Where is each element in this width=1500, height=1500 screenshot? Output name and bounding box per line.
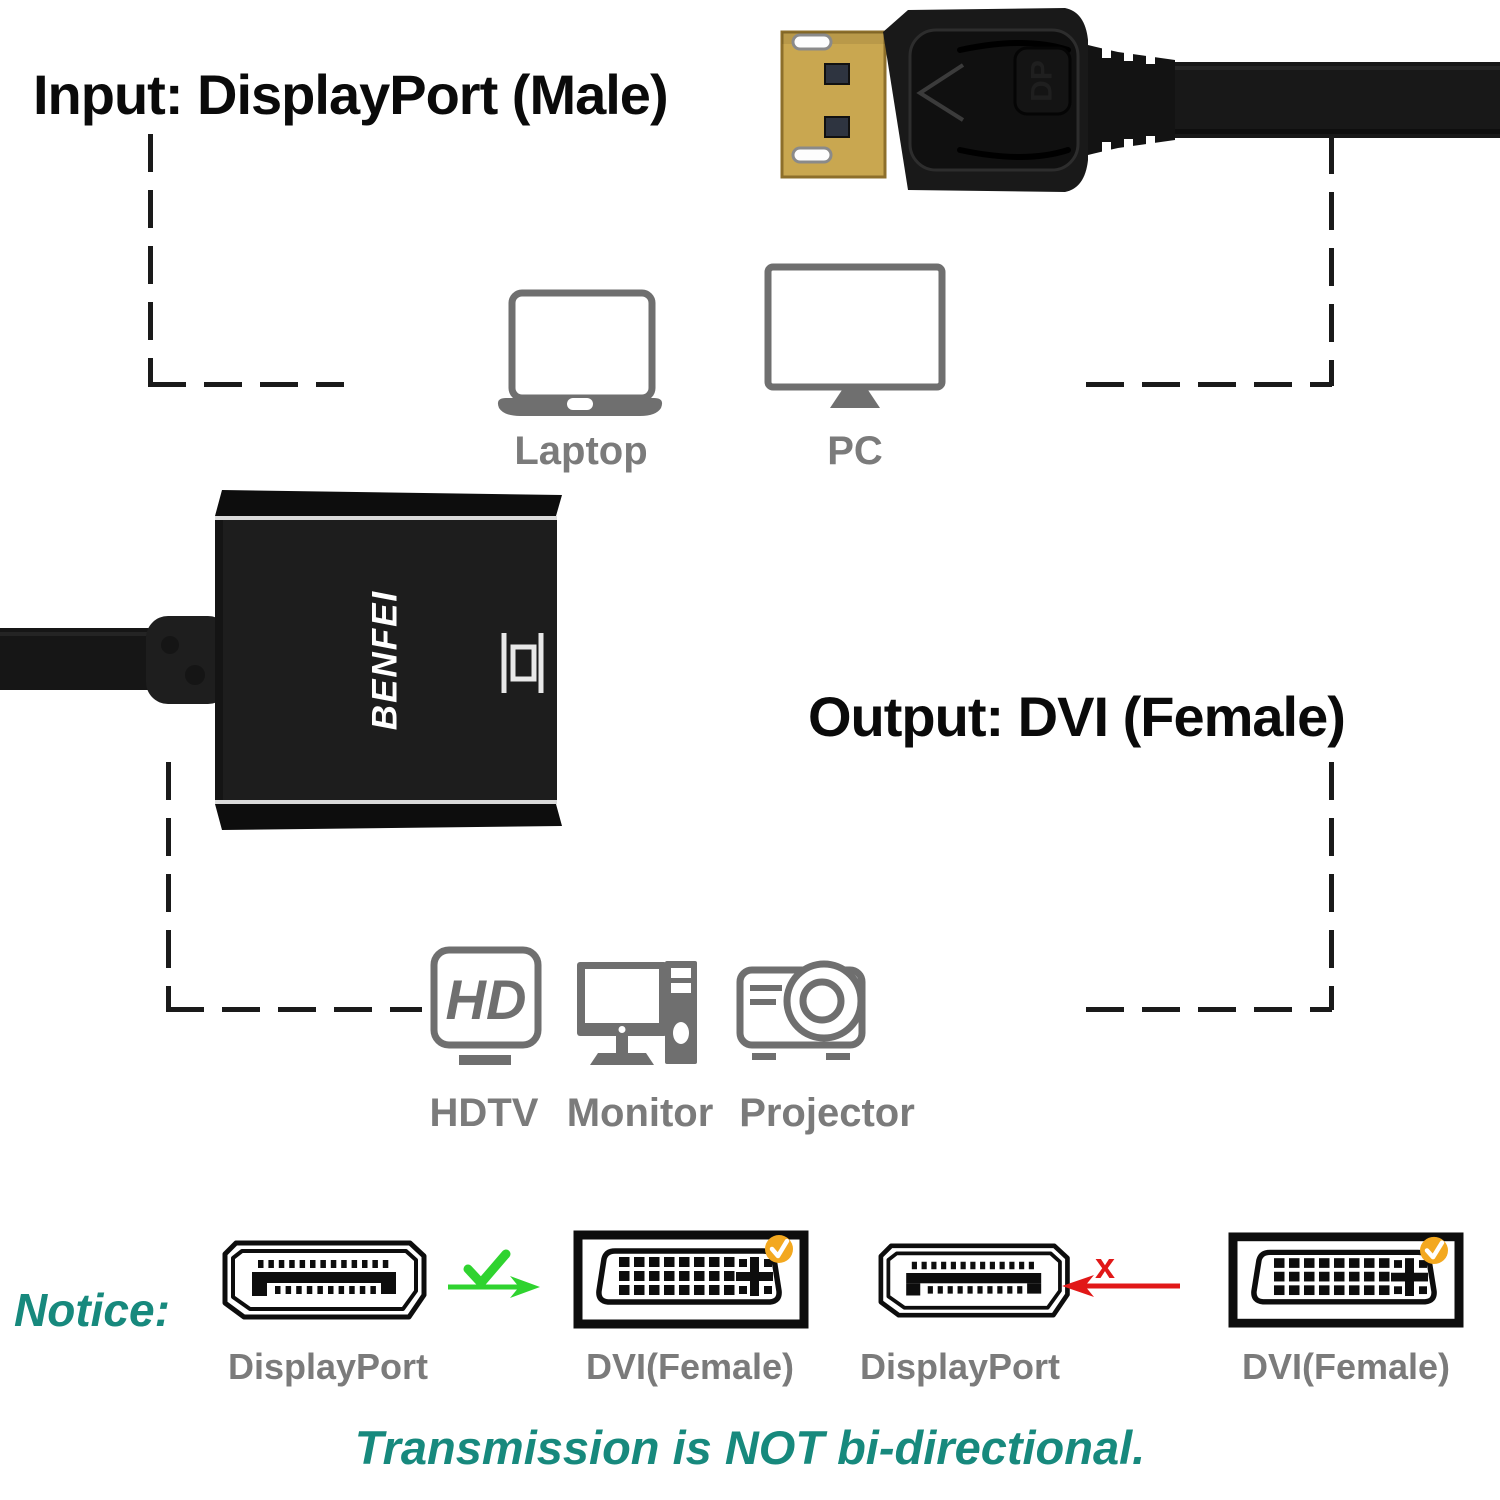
laptop-icon bbox=[497, 289, 663, 416]
dashed-line bbox=[148, 134, 153, 386]
pc-label: PC bbox=[827, 429, 883, 473]
cable bbox=[1168, 62, 1500, 138]
output-title: Output: DVI (Female) bbox=[808, 685, 1346, 748]
projector-label: Projector bbox=[739, 1091, 915, 1135]
svg-text:DP: DP bbox=[1026, 60, 1059, 102]
adapter-bottom-bevel bbox=[215, 804, 562, 830]
dvi-label-2: DVI(Female) bbox=[1241, 1346, 1451, 1387]
projector-icon bbox=[736, 960, 866, 1060]
hd-screen-text: HD bbox=[446, 968, 527, 1031]
tip-pin bbox=[824, 116, 850, 138]
adapter-top-bevel bbox=[215, 490, 562, 516]
dvi-label-1: DVI(Female) bbox=[585, 1346, 795, 1387]
allowed-arrow-icon bbox=[448, 1249, 540, 1298]
monitor-label: Monitor bbox=[566, 1091, 714, 1135]
hdtv-icon: HD bbox=[430, 946, 542, 1065]
dashed-line bbox=[166, 1007, 422, 1012]
arrow-left-head bbox=[1062, 1275, 1094, 1297]
dashed-line bbox=[1086, 382, 1332, 387]
adapter-cable bbox=[0, 628, 170, 690]
displayport-label-1: DisplayPort bbox=[227, 1346, 429, 1387]
adapter-body bbox=[215, 520, 557, 800]
dvi-connector-icon bbox=[1228, 1232, 1464, 1328]
dashed-line bbox=[166, 762, 171, 1010]
dvi-connector-icon bbox=[573, 1230, 809, 1329]
pc-icon bbox=[764, 263, 946, 408]
dashed-line bbox=[148, 382, 344, 387]
notice-label: Notice: bbox=[14, 1284, 170, 1336]
displayport-label-2: DisplayPort bbox=[859, 1346, 1061, 1387]
displayport-connector-icon bbox=[222, 1240, 427, 1320]
x-mark: x bbox=[1095, 1245, 1115, 1286]
arrow-right-head bbox=[510, 1276, 540, 1298]
check-badge-icon bbox=[765, 1235, 793, 1263]
check-badge-icon bbox=[1420, 1236, 1448, 1264]
dp-logo-emboss bbox=[1013, 46, 1072, 116]
displayport-connector-icon bbox=[878, 1243, 1070, 1318]
input-title: Input: DisplayPort (Male) bbox=[33, 63, 669, 126]
brand-logo: BENFEI bbox=[366, 590, 405, 730]
laptop-label: Laptop bbox=[514, 429, 648, 473]
blocked-arrow-icon: x bbox=[1062, 1245, 1180, 1297]
dashed-line bbox=[1086, 1007, 1332, 1012]
dvi-port-glyph bbox=[501, 633, 544, 693]
tip-slot bbox=[791, 146, 833, 164]
tip-slot bbox=[791, 33, 833, 51]
dashed-line bbox=[1329, 136, 1334, 386]
monitor-icon bbox=[577, 961, 697, 1065]
hdtv-label: HDTV bbox=[429, 1091, 539, 1135]
footer-note: Transmission is NOT bi-directional. bbox=[354, 1421, 1146, 1474]
displayport-male-connector-photo: DP bbox=[780, 8, 1500, 192]
chevron-mark bbox=[916, 63, 965, 122]
dashed-line bbox=[1329, 762, 1334, 1010]
strain-relief bbox=[1088, 45, 1175, 155]
check-icon bbox=[463, 1249, 511, 1288]
adapter-photo: BENFEI bbox=[0, 490, 562, 830]
tip-pin bbox=[824, 63, 850, 85]
